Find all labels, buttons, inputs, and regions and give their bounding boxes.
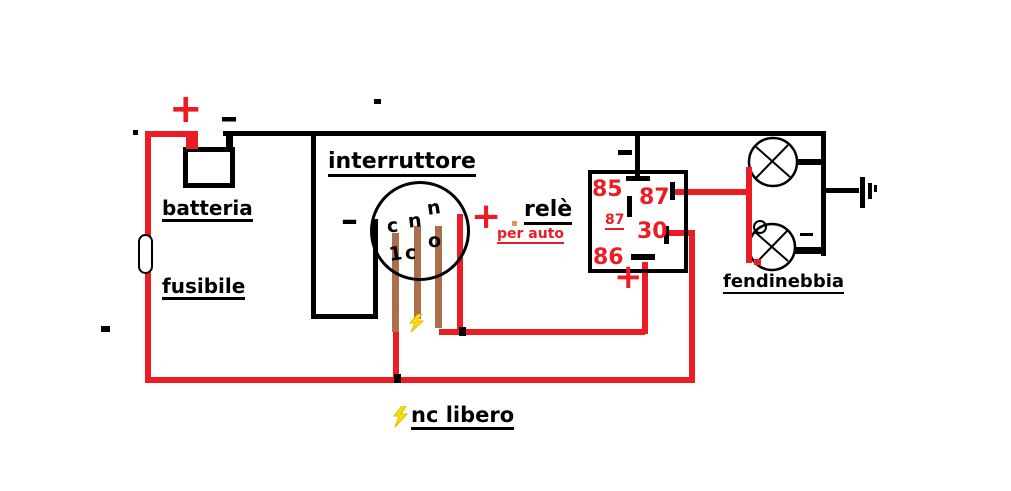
wire-lamp1-right-connector <box>797 159 823 165</box>
wire-lamps-left-vertical <box>746 167 752 263</box>
wire-switch-branch-up <box>373 219 378 319</box>
fuse-label: fusibile <box>162 274 246 300</box>
relay-pin-87: 87 <box>639 185 670 210</box>
relay-86-contact <box>631 254 655 260</box>
note-label: nc libero <box>411 405 515 430</box>
relay-top-tick <box>618 150 632 155</box>
switch-terminal-label: n <box>406 209 423 233</box>
relay-icon <box>588 170 688 273</box>
stray-mark <box>374 99 381 104</box>
relay-30-contact <box>664 226 669 244</box>
wire-relay-86-up <box>642 262 648 334</box>
lamp-icon <box>747 136 799 188</box>
switch-terminal-label: c <box>386 214 399 238</box>
ground-icon <box>826 188 859 193</box>
lamp2-red-tick <box>754 259 761 265</box>
battery-plus-sign: + <box>169 86 203 132</box>
wire-top-negative-bus <box>223 131 826 136</box>
switch-terminal-label: 1 <box>387 242 404 266</box>
stray-mark <box>133 130 138 135</box>
lamp2-top-tick <box>800 233 813 236</box>
relay-sublabel: per auto <box>497 226 565 244</box>
stray-mark <box>512 221 517 226</box>
relay-pin-87a: 87 <box>605 212 625 230</box>
relay-87-contact <box>670 182 675 200</box>
junction-dot <box>459 327 466 336</box>
switch-terminal-label: c <box>405 242 417 264</box>
relay-armature-contact <box>627 196 632 217</box>
relay-plus-sign: + <box>614 257 643 297</box>
ground-bar-mid <box>868 183 872 199</box>
wire-switch-plus-down <box>457 214 463 333</box>
lightning-icon <box>408 314 425 333</box>
ground-bar-long <box>860 177 865 208</box>
switch-icon <box>370 181 470 281</box>
junction-dot <box>394 374 401 383</box>
wire-battery-positive <box>145 131 190 137</box>
ground-bar-short <box>874 185 877 192</box>
battery-positive-terminal <box>186 131 198 149</box>
wire-lamp-bus-vertical <box>821 131 826 256</box>
switch-terminal-label: o <box>428 230 442 252</box>
relay-pin-30: 30 <box>637 219 668 244</box>
relay-pin-85: 85 <box>592 177 623 202</box>
wire-switch-branch-down <box>311 131 316 319</box>
lamps-label: fendinebbia <box>723 271 845 294</box>
wire-relay-87-to-lamps <box>673 189 748 195</box>
lamp-icon <box>747 220 797 272</box>
switch-terminal-label: n <box>425 196 442 220</box>
battery-minus-sign: – <box>220 97 238 138</box>
fuse-icon <box>138 234 153 274</box>
stray-mark <box>101 326 110 332</box>
switch-label: interruttore <box>328 151 476 177</box>
battery-icon <box>183 147 235 188</box>
wire-switch-to-relay86 <box>439 329 645 335</box>
battery-negative-terminal <box>226 133 233 149</box>
relay-inner-top-contact <box>626 176 650 181</box>
relay-pin-86: 86 <box>593 245 624 270</box>
switch-minus-sign: – <box>341 200 358 240</box>
wire-switch-c-down <box>393 330 399 382</box>
lightning-icon <box>392 406 409 428</box>
relay-label: relè <box>524 199 573 225</box>
wire-relay-30-out <box>667 230 695 236</box>
switch-plus-sign: + <box>471 196 502 237</box>
wire-relay-30-down <box>689 234 695 383</box>
wire-bottom-positive-bus <box>145 377 695 383</box>
battery-label: batteria <box>162 196 253 222</box>
wire-lamp2-right-connector <box>795 247 823 254</box>
wire-switch-lead-1 <box>392 233 399 332</box>
wire-switch-branch-bottom <box>311 314 378 319</box>
wire-relay-coil-feed <box>635 133 640 180</box>
